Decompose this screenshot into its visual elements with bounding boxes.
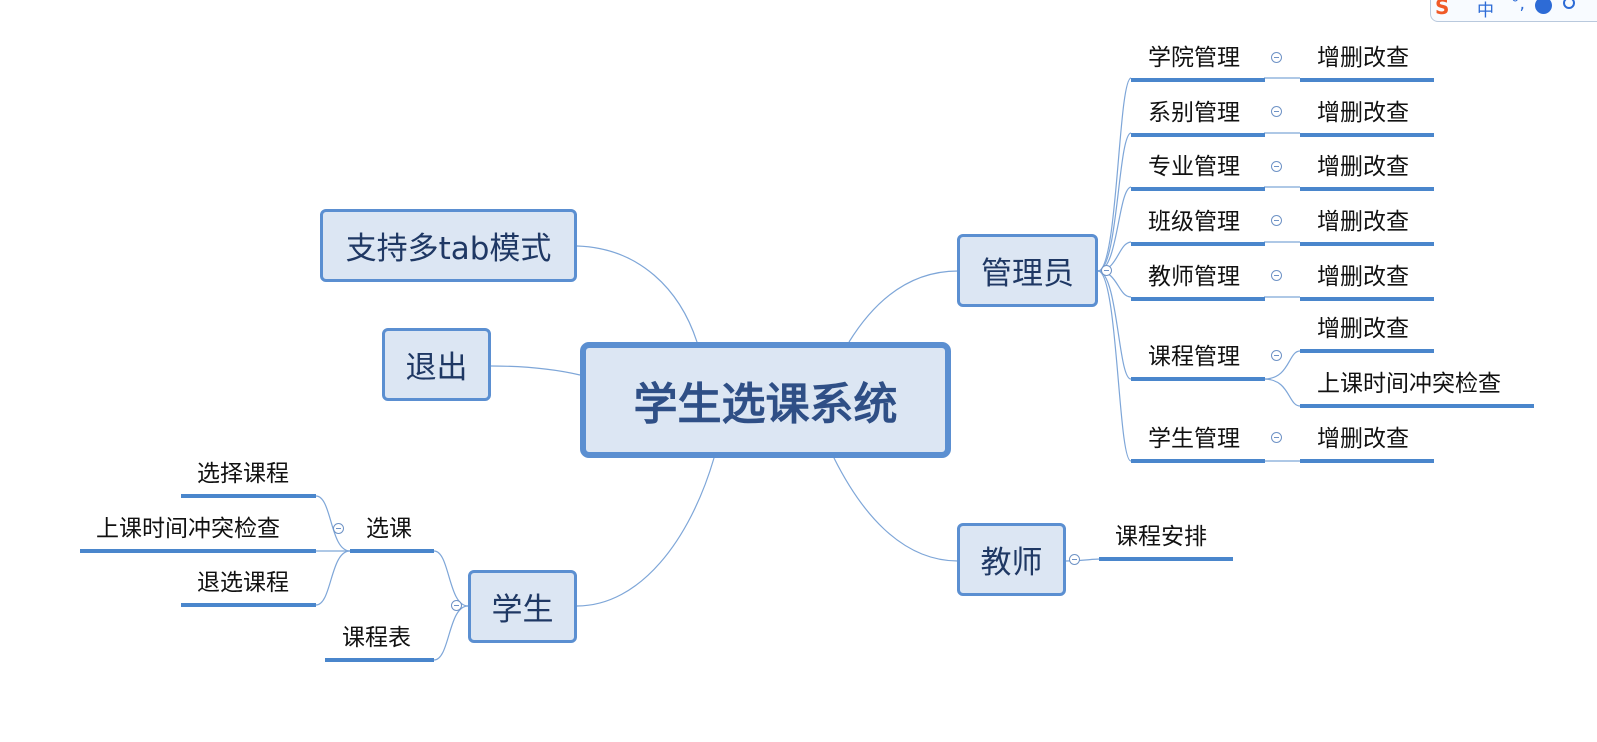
root-topic[interactable]: 学生选课系统 <box>580 342 951 458</box>
admin-item-child[interactable]: 增删改查 <box>1317 154 1409 180</box>
underline <box>1300 297 1434 301</box>
student-item-select[interactable]: 选课 <box>366 516 412 542</box>
ime-emoji-icon[interactable] <box>1535 0 1552 14</box>
underline <box>350 549 434 553</box>
admin-item[interactable]: 班级管理 <box>1148 209 1240 235</box>
ime-more-icon[interactable] <box>1563 0 1575 9</box>
branch-logout[interactable]: 退出 <box>382 328 491 401</box>
underline <box>1300 459 1434 463</box>
collapse-toggle-admin-item[interactable] <box>1271 270 1282 281</box>
underline <box>80 549 316 553</box>
underline <box>1099 557 1233 561</box>
collapse-toggle-admin-item[interactable] <box>1271 106 1282 117</box>
underline <box>1131 133 1265 137</box>
branch-multi-tab[interactable]: 支持多tab模式 <box>320 209 577 282</box>
sogou-logo-icon: S <box>1435 0 1450 19</box>
select-child-choose[interactable]: 选择课程 <box>197 461 289 487</box>
ime-punctuation-toggle[interactable]: °, <box>1511 0 1525 14</box>
admin-item[interactable]: 学生管理 <box>1148 426 1240 452</box>
underline <box>1131 187 1265 191</box>
collapse-toggle-admin-item[interactable] <box>1271 432 1282 443</box>
admin-item[interactable]: 课程管理 <box>1148 344 1240 370</box>
underline <box>1131 78 1265 82</box>
branch-teacher[interactable]: 教师 <box>957 523 1066 596</box>
underline <box>181 494 316 498</box>
admin-item-child[interactable]: 增删改查 <box>1317 45 1409 71</box>
admin-item[interactable]: 专业管理 <box>1148 154 1240 180</box>
underline <box>1300 78 1434 82</box>
branch-student[interactable]: 学生 <box>468 570 577 643</box>
collapse-toggle-admin-item[interactable] <box>1271 215 1282 226</box>
underline <box>1131 242 1265 246</box>
underline <box>1300 404 1534 408</box>
collapse-toggle-student[interactable] <box>451 600 462 611</box>
underline <box>1300 187 1434 191</box>
admin-item-child[interactable]: 增删改查 <box>1317 209 1409 235</box>
ime-language-toggle[interactable]: 中 <box>1477 1 1494 21</box>
ime-toolbar[interactable]: S 中 °, <box>1430 0 1597 22</box>
underline <box>1131 297 1265 301</box>
admin-item-child[interactable]: 增删改查 <box>1317 316 1409 342</box>
collapse-toggle-admin[interactable] <box>1101 265 1112 276</box>
select-child-drop[interactable]: 退选课程 <box>197 570 289 596</box>
underline <box>1300 242 1434 246</box>
collapse-toggle-admin-item[interactable] <box>1271 161 1282 172</box>
underline <box>1131 377 1265 381</box>
admin-item-child[interactable]: 增删改查 <box>1317 100 1409 126</box>
admin-item[interactable]: 学院管理 <box>1148 45 1240 71</box>
admin-item-child[interactable]: 增删改查 <box>1317 426 1409 452</box>
admin-item-child[interactable]: 上课时间冲突检查 <box>1317 371 1501 397</box>
underline <box>1300 133 1434 137</box>
underline <box>1300 349 1434 353</box>
underline <box>1131 459 1265 463</box>
teacher-item-schedule[interactable]: 课程安排 <box>1115 524 1207 550</box>
collapse-toggle-select-course[interactable] <box>333 523 344 534</box>
collapse-toggle-admin-item[interactable] <box>1271 52 1282 63</box>
branch-admin[interactable]: 管理员 <box>957 234 1098 307</box>
underline <box>181 603 316 607</box>
collapse-toggle-teacher[interactable] <box>1069 554 1080 565</box>
admin-item[interactable]: 教师管理 <box>1148 264 1240 290</box>
student-item-timetable[interactable]: 课程表 <box>342 625 411 651</box>
admin-item-child[interactable]: 增删改查 <box>1317 264 1409 290</box>
collapse-toggle-admin-item[interactable] <box>1271 350 1282 361</box>
admin-item[interactable]: 系别管理 <box>1148 100 1240 126</box>
select-child-conflict[interactable]: 上课时间冲突检查 <box>96 516 280 542</box>
underline <box>325 658 434 662</box>
